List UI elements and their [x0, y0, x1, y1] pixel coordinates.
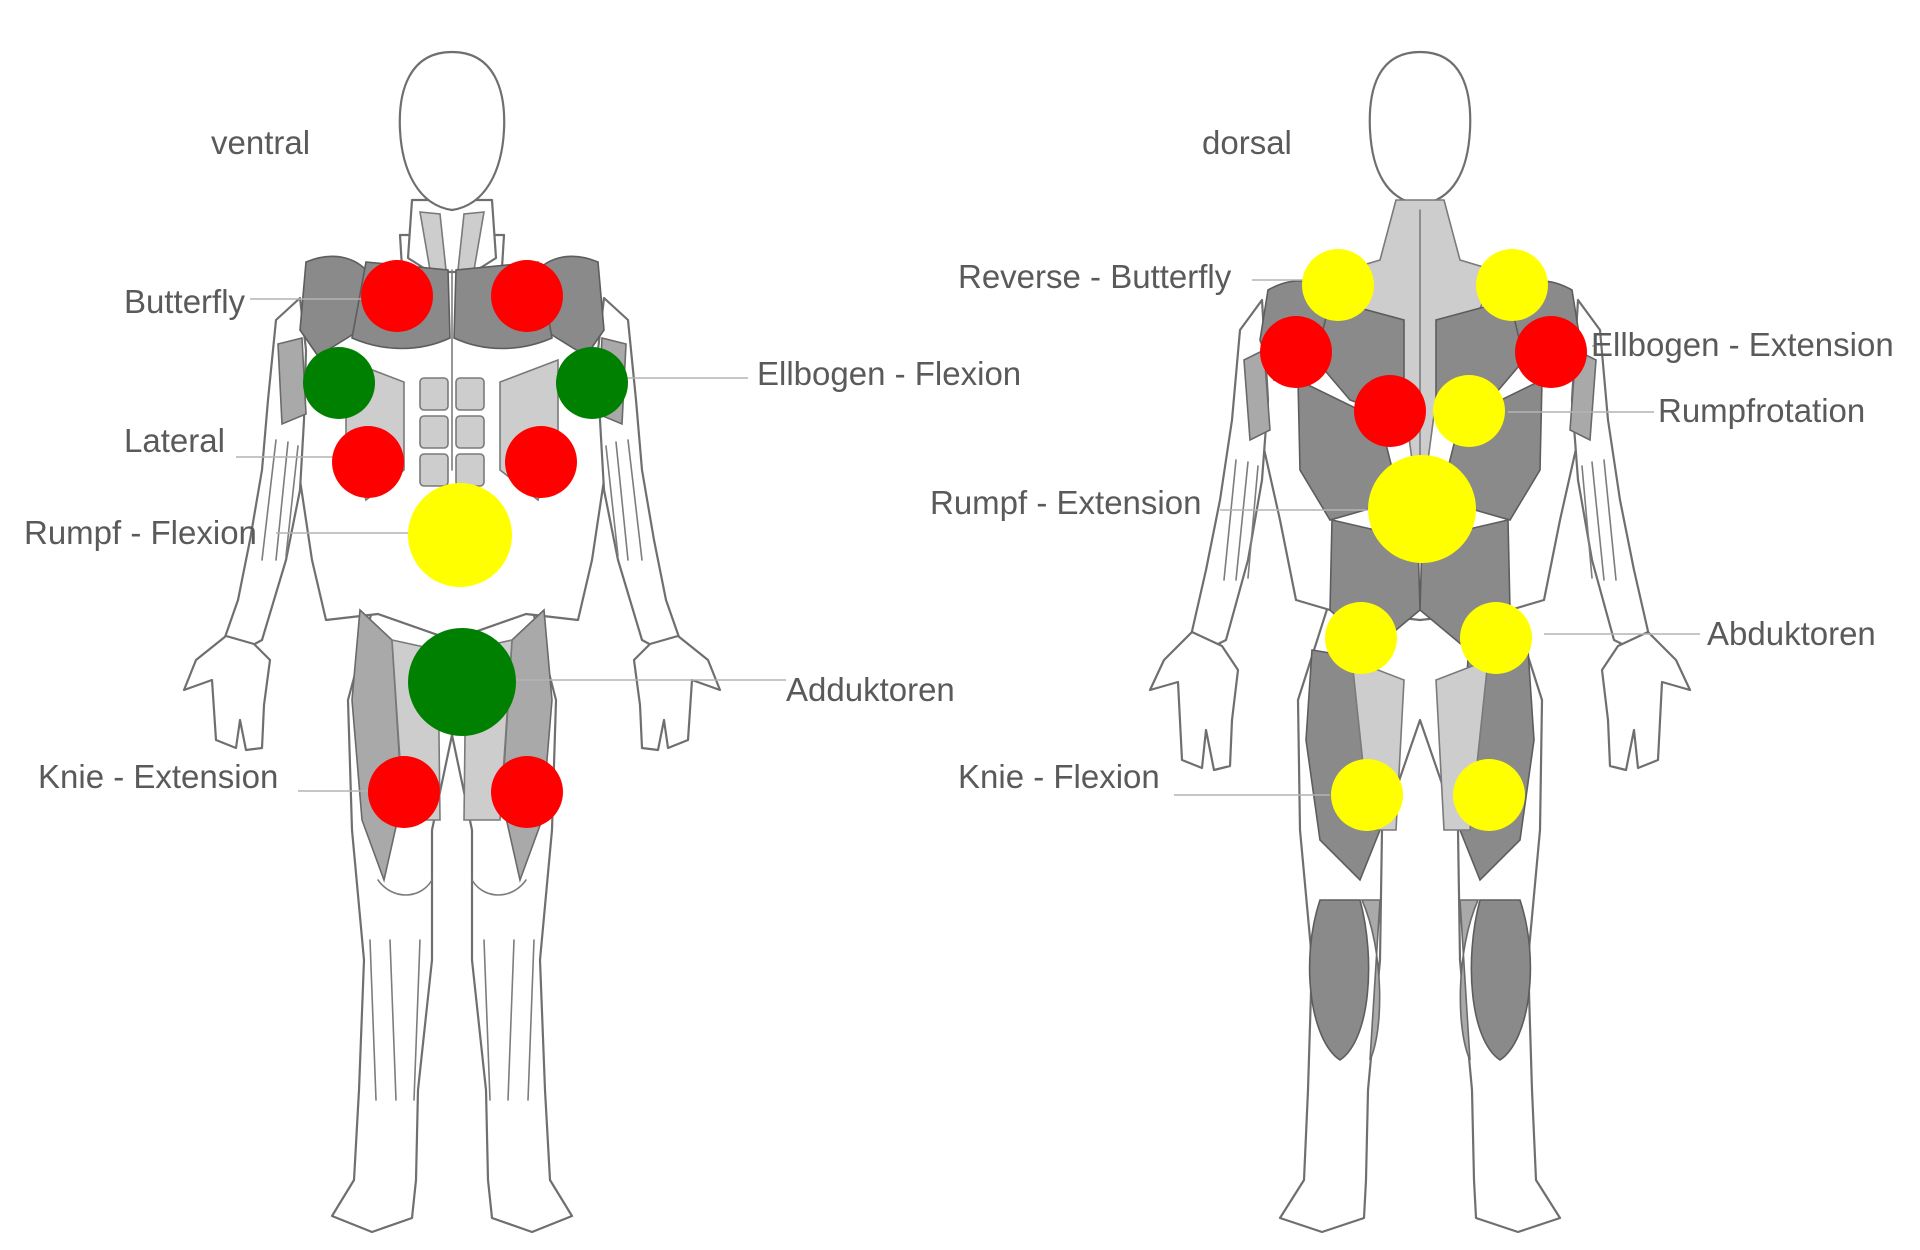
- marker-ellbogen-extension-right: [1515, 316, 1587, 388]
- marker-abduktoren-right: [1460, 602, 1532, 674]
- marker-abduktoren-left: [1325, 602, 1397, 674]
- label-reverse-butterfly: Reverse - Butterfly: [958, 258, 1232, 295]
- label-adduktoren: Adduktoren: [786, 671, 955, 708]
- back-view-title: dorsal: [1202, 124, 1292, 161]
- marker-knie-extension-left: [368, 756, 440, 828]
- label-knie-extension: Knie - Extension: [38, 758, 278, 795]
- label-butterfly: Butterfly: [124, 283, 246, 320]
- marker-reverse-butterfly-left: [1302, 249, 1374, 321]
- labels: Butterfly Ellbogen - Flexion Lateral Rum…: [24, 258, 1894, 795]
- front-view-title: ventral: [211, 124, 310, 161]
- label-rumpf-flexion: Rumpf - Flexion: [24, 514, 257, 551]
- label-knie-flexion: Knie - Flexion: [958, 758, 1160, 795]
- marker-ellbogen-flexion-right: [556, 347, 628, 419]
- marker-adduktoren: [408, 628, 516, 736]
- marker-knie-flexion-left: [1331, 759, 1403, 831]
- marker-rumpfrotation-right: [1433, 375, 1505, 447]
- markers: [303, 249, 1587, 831]
- marker-butterfly-left: [361, 260, 433, 332]
- back-body-figure: [1148, 50, 1692, 1234]
- marker-lateral-left: [332, 426, 404, 498]
- marker-rumpfrotation-left: [1354, 375, 1426, 447]
- marker-knie-extension-right: [491, 756, 563, 828]
- marker-reverse-butterfly-right: [1476, 249, 1548, 321]
- label-rumpfrotation: Rumpfrotation: [1658, 392, 1865, 429]
- label-ellbogen-flexion: Ellbogen - Flexion: [757, 355, 1021, 392]
- label-lateral: Lateral: [124, 422, 225, 459]
- label-abduktoren: Abduktoren: [1707, 615, 1876, 652]
- leader-lines: [236, 279, 1700, 796]
- marker-rumpf-flexion: [408, 483, 512, 587]
- marker-ellbogen-flexion-left: [303, 347, 375, 419]
- marker-knie-flexion-right: [1453, 759, 1525, 831]
- marker-butterfly-right: [491, 260, 563, 332]
- label-ellbogen-extension: Ellbogen - Extension: [1591, 326, 1894, 363]
- marker-ellbogen-extension-left: [1260, 316, 1332, 388]
- marker-rumpf-extension: [1368, 455, 1476, 563]
- marker-lateral-right: [505, 426, 577, 498]
- label-rumpf-extension: Rumpf - Extension: [930, 484, 1201, 521]
